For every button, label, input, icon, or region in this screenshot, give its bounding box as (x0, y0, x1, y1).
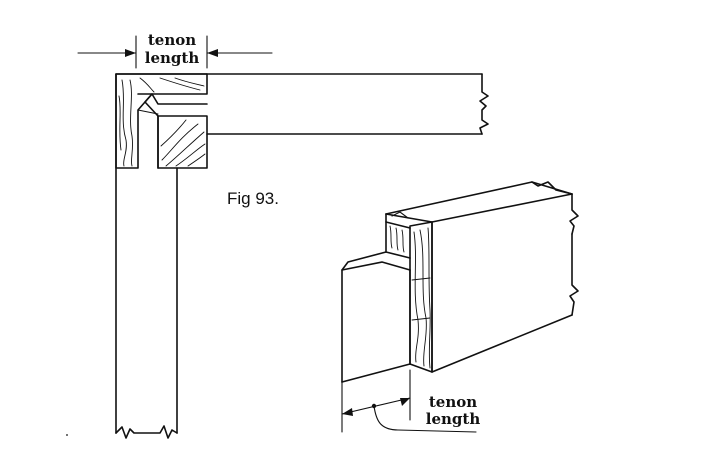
rail-section-hatch (157, 115, 208, 169)
tenon-top-hatch (389, 225, 405, 253)
isometric-view: tenon length (341, 181, 579, 433)
top-tenon-label-line1: tenon (148, 31, 196, 49)
horizontal-rail (206, 73, 489, 135)
top-tenon-label-line2: length (145, 49, 200, 67)
tenon-shoulder (137, 93, 208, 117)
page-speck (66, 434, 68, 436)
iso-dimension: tenon length (341, 369, 481, 433)
iso-tenon-label-line1: tenon (429, 393, 477, 411)
figure-caption: Fig 93. (227, 189, 279, 208)
top-section-view: tenon length (77, 31, 489, 439)
stile-section-hatch (115, 73, 208, 169)
vertical-stile (115, 73, 208, 439)
end-grain-hatch (409, 221, 433, 373)
iso-tenon-label-line2: length (426, 410, 481, 428)
top-dimension: tenon length (77, 31, 273, 69)
